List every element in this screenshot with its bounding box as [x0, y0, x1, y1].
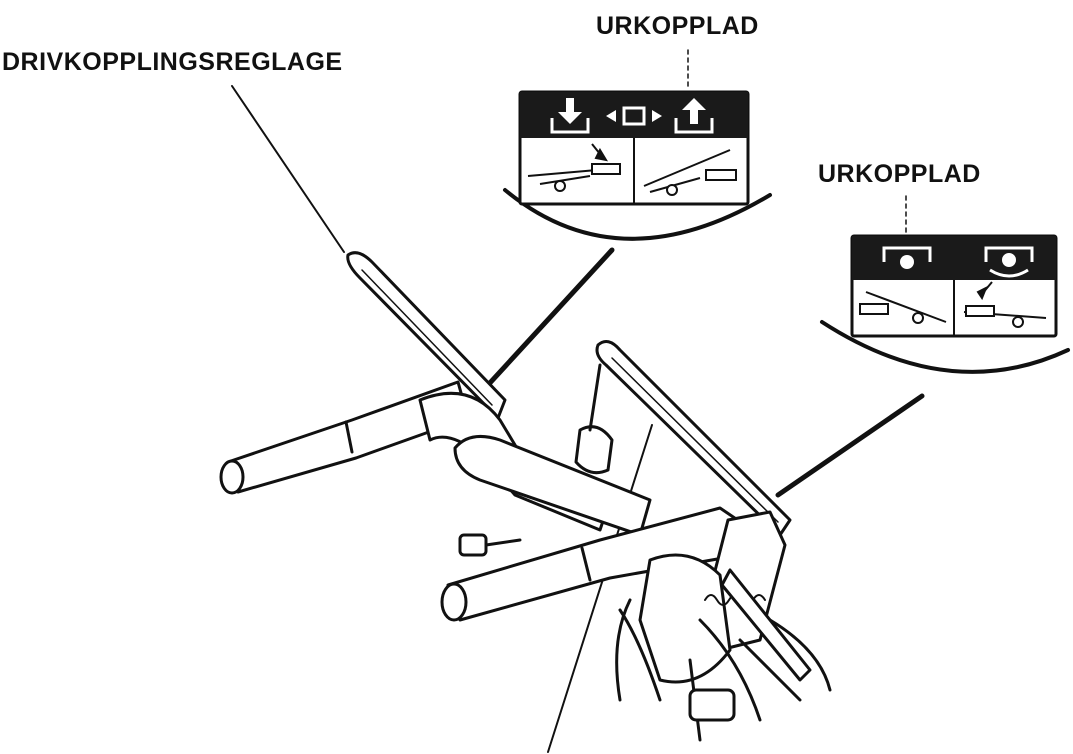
auger-decal-disengaged-label: URKOPPLAD [818, 162, 981, 187]
lever-rod [590, 365, 600, 430]
drive-lever-inner-edge [362, 270, 492, 405]
chute-knob [690, 690, 734, 720]
bolt-stem [486, 540, 520, 545]
left-grip-end [221, 461, 243, 493]
lever-pivot-block [576, 427, 612, 473]
drive-lever-leader [232, 86, 344, 252]
auger-decal [852, 236, 1056, 336]
center-tube [455, 436, 650, 535]
drive-decal-disengaged-label: URKOPPLAD [596, 14, 759, 39]
auger-decal-pointer [778, 396, 922, 495]
drive-decal [520, 92, 748, 204]
cable-bolt [460, 535, 486, 555]
drive-decal-pointer [488, 250, 612, 385]
control-body [640, 555, 730, 682]
right-grip-end [442, 584, 466, 620]
drive-clutch-lever-label: DRIVKOPPLINGSREGLAGE [2, 50, 343, 75]
